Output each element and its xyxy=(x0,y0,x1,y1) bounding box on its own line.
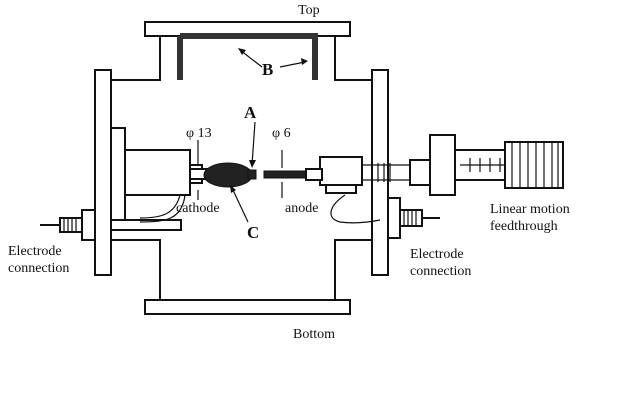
label-c: C xyxy=(247,223,259,242)
label-electrode-right-line1: Electrode xyxy=(410,247,464,262)
label-phi6: φ 6 xyxy=(272,126,291,141)
top-port xyxy=(110,21,372,81)
left-flange xyxy=(94,69,203,276)
label-electrode-right-line2: connection xyxy=(410,264,471,279)
label-feedthrough-line2: feedthrough xyxy=(490,219,558,234)
label-feedthrough-line1: Linear motion xyxy=(490,202,570,217)
label-phi13: φ 13 xyxy=(186,126,212,141)
label-electrode-left-line2: connection xyxy=(8,261,69,276)
pointers xyxy=(197,48,308,223)
label-anode: anode xyxy=(285,201,318,216)
label-bottom: Bottom xyxy=(293,327,335,342)
bottom-port xyxy=(110,239,372,315)
label-cathode: cathode xyxy=(176,201,220,216)
label-top: Top xyxy=(298,3,320,18)
linear-motion-feedthrough xyxy=(429,134,564,196)
electrodes xyxy=(189,162,323,188)
left-electrode-connection xyxy=(40,209,96,241)
label-b: B xyxy=(262,60,273,79)
label-electrode-left-line1: Electrode xyxy=(8,244,62,259)
label-a: A xyxy=(244,103,257,122)
right-flange xyxy=(371,69,440,276)
anode-holder xyxy=(319,156,431,224)
